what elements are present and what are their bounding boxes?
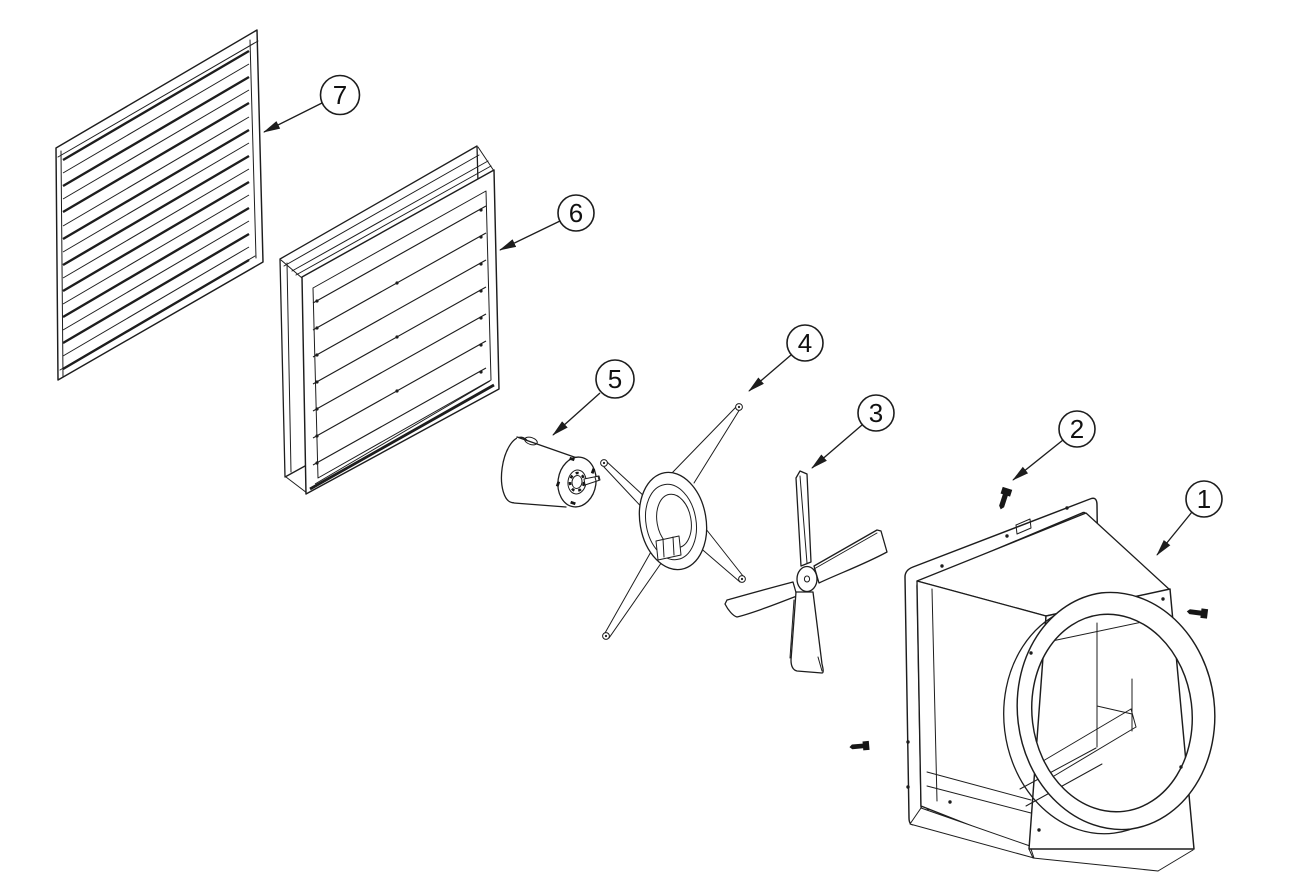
callout-number: 5 (608, 364, 622, 394)
leader-line (811, 424, 863, 469)
slat-line (62, 142, 250, 253)
housing-interior (1019, 620, 1148, 807)
part-1-fan-housing (904, 497, 1216, 872)
slat-line (312, 205, 487, 304)
callout-number: 6 (569, 198, 583, 228)
part-5-motor (500, 436, 601, 508)
callout-balloon (319, 74, 361, 116)
callout-balloon (595, 359, 635, 399)
callout-balloon (786, 324, 824, 362)
shutter-rivets (315, 208, 483, 465)
callout-4: 4 (748, 324, 824, 392)
blade-left (724, 581, 798, 618)
motor-front-face (557, 456, 597, 508)
shutter-slats (312, 205, 487, 466)
callout-number: 7 (333, 80, 347, 110)
slat-line (62, 154, 250, 267)
slat-line (62, 194, 250, 305)
callout-balloon (1185, 480, 1223, 518)
callout-2: 2 (1012, 410, 1096, 481)
callout-balloon (857, 394, 895, 432)
callout-number: 4 (798, 328, 812, 358)
shutter-front-frame (301, 169, 500, 495)
screw (1186, 608, 1209, 619)
leader-line (499, 220, 561, 251)
screw (999, 486, 1013, 510)
screw (849, 740, 870, 751)
callout-1: 1 (1156, 480, 1223, 556)
housing-screw-holes (906, 506, 1183, 832)
part-7-louver-panel-outer (55, 29, 264, 381)
spider-legs (603, 405, 744, 639)
slat-line (312, 313, 487, 412)
slat-line (62, 63, 250, 174)
spider-feet (600, 403, 746, 640)
callout-5: 5 (552, 359, 635, 436)
blade-right (813, 529, 888, 584)
slat-line (312, 286, 487, 385)
conduit-hole (524, 436, 538, 446)
slat-line (62, 168, 250, 279)
slat-line (312, 367, 487, 466)
clamp-bracket (655, 535, 682, 561)
callout-number: 3 (869, 398, 883, 428)
slat-line (62, 116, 250, 227)
callout-number: 2 (1070, 414, 1084, 444)
part-2-screws (849, 486, 1209, 751)
slat-line (62, 220, 250, 331)
motor-mount-tabs (555, 456, 596, 506)
motor-body (516, 436, 578, 459)
callout-balloon (557, 194, 595, 232)
callouts: 7 6 5 4 3 2 1 (263, 74, 1223, 556)
slat-line (312, 340, 487, 439)
callout-3: 3 (811, 394, 895, 469)
leader-line (1156, 511, 1193, 556)
blade-hub (796, 565, 818, 593)
slat-line (312, 259, 487, 358)
slat-line (62, 89, 250, 200)
slat-line (62, 258, 250, 371)
slat-line (62, 101, 250, 214)
motor-shaft (583, 475, 601, 486)
louver-frame (55, 29, 264, 381)
leader-line (748, 354, 792, 392)
part-6-shutter-panel-inner (279, 145, 500, 495)
flange-notch (1015, 518, 1032, 535)
leader-line (1012, 439, 1064, 481)
louver-slats (62, 49, 250, 371)
slat-line (62, 246, 250, 357)
leader-line (263, 102, 323, 133)
callout-balloon (1058, 410, 1096, 448)
slat-line (62, 75, 250, 188)
part-3-fan-blade (724, 470, 888, 674)
slat-line (312, 232, 487, 331)
slat-line (62, 128, 250, 241)
shutter-bottom-rail (309, 383, 495, 491)
blade-bottom (790, 591, 824, 674)
slat-line (62, 206, 250, 319)
slat-line (62, 180, 250, 293)
callout-number: 1 (1197, 484, 1211, 514)
callout-7: 7 (263, 74, 361, 133)
slat-line (62, 49, 250, 162)
part-4-motor-mount-spider (600, 403, 746, 640)
venturi-ring (1016, 591, 1216, 831)
slat-line (62, 232, 250, 345)
callout-6: 6 (499, 194, 595, 251)
leader-line (552, 392, 601, 436)
